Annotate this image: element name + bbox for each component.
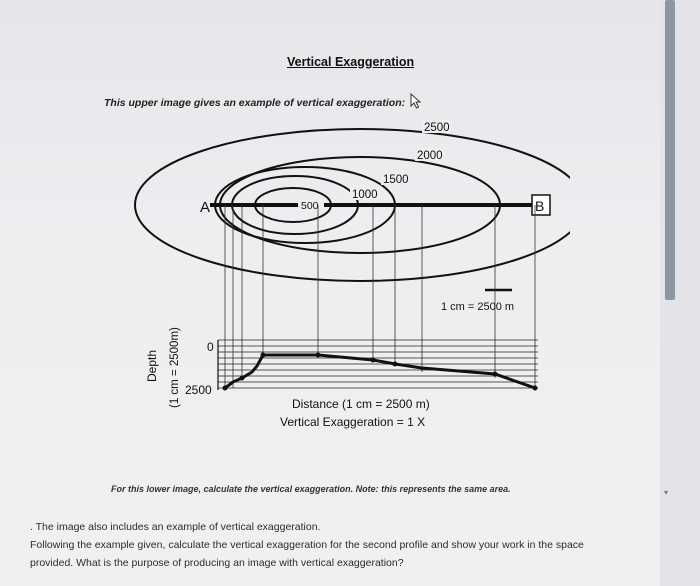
intro-text: This upper image gives an example of ver… — [104, 97, 406, 109]
topographic-profile — [224, 353, 536, 390]
scroll-down-icon[interactable]: ▾ — [664, 488, 669, 497]
depth-scale-label: (1 cm = 2500m) — [169, 327, 181, 408]
vertical-exaggeration-diagram: 2500 2000 1500 1000 500 A B 1 cm = 2500 … — [134, 120, 570, 429]
contour-label-1500: 1500 — [383, 174, 409, 186]
question-line: provided. What is the purpose of produci… — [30, 557, 404, 569]
contour-label-500: 500 — [301, 200, 319, 212]
profile-points — [222, 352, 538, 391]
point-a-label: A — [200, 199, 210, 216]
projection-lines — [224, 205, 536, 388]
lower-image-caption: For this lower image, calculate the vert… — [111, 484, 511, 494]
contour-2500 — [134, 128, 570, 282]
depth-axis-label: Depth — [145, 350, 159, 382]
question-line: . The image also includes an example of … — [30, 521, 321, 533]
map-scale-text: 1 cm = 2500 m — [441, 301, 514, 313]
depth-tick-2500: 2500 — [185, 383, 212, 397]
vertical-exaggeration-label: Vertical Exaggeration = 1 X — [280, 415, 425, 429]
page-title: Vertical Exaggeration — [287, 55, 415, 69]
question-text: . The image also includes an example of … — [30, 518, 650, 572]
contour-label-2500: 2500 — [424, 122, 450, 134]
contour-label-2000: 2000 — [417, 150, 443, 162]
scrollbar-thumb[interactable] — [665, 0, 675, 300]
distance-label: Distance (1 cm = 2500 m) — [292, 397, 430, 411]
profile-grid — [218, 339, 538, 389]
question-line: Following the example given, calculate t… — [30, 539, 584, 551]
contour-label-1000: 1000 — [352, 189, 378, 201]
point-b-label: B — [535, 198, 544, 214]
cursor-arrow-icon — [410, 93, 422, 109]
depth-tick-0: 0 — [207, 340, 214, 354]
point-b-box — [531, 194, 551, 216]
